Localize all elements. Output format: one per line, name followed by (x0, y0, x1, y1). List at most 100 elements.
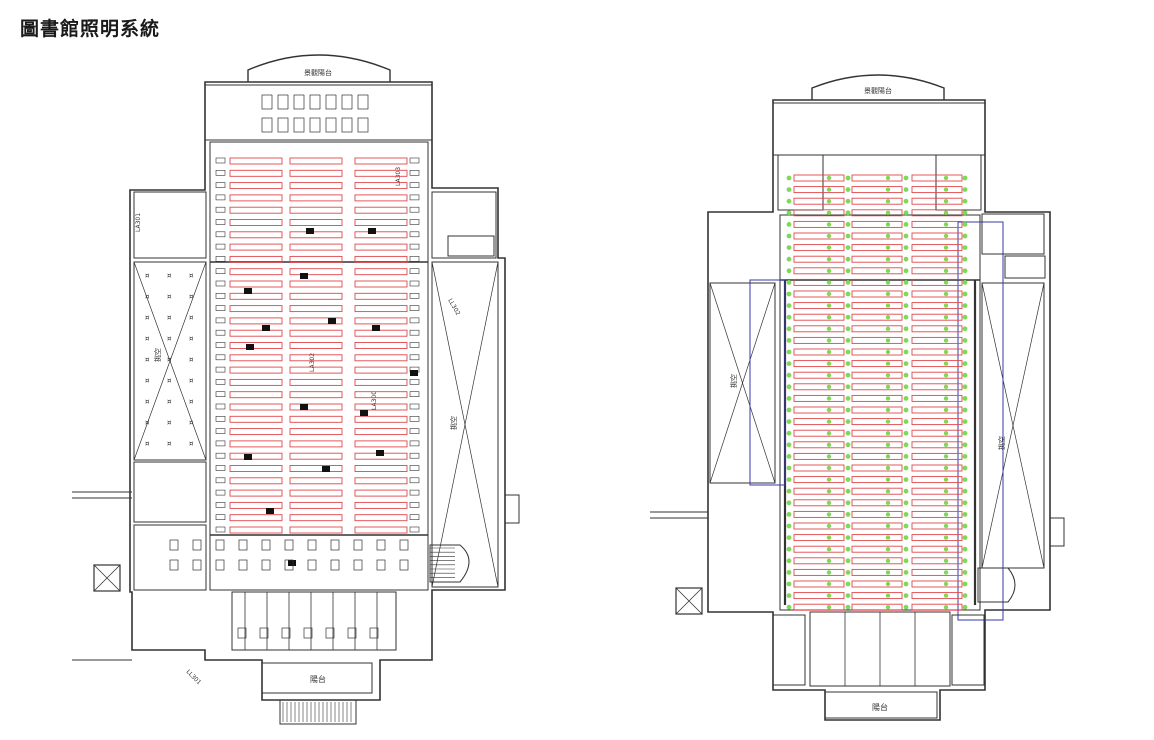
luminaire (793, 220, 845, 228)
luminaire (354, 329, 408, 337)
sensor (826, 605, 832, 610)
room-cell (357, 94, 369, 110)
outer-wall (129, 81, 506, 701)
wing-room (133, 191, 207, 259)
sensor (943, 570, 949, 575)
desk (215, 329, 226, 336)
luminaire (354, 526, 408, 534)
luminaire-layout (786, 174, 968, 611)
panel-box (300, 404, 308, 410)
panel-box (306, 228, 314, 234)
luminaire (911, 302, 963, 310)
sensor (885, 570, 891, 575)
atrium-left (709, 282, 776, 484)
desk (409, 514, 420, 521)
luminaire (289, 280, 343, 288)
luminaire (911, 580, 963, 588)
sensor (826, 384, 832, 389)
sensor (943, 303, 949, 308)
light-mark: ¤ (145, 398, 150, 406)
desk (215, 280, 226, 287)
sensor (786, 593, 792, 598)
luminaire (229, 280, 283, 288)
sensor (885, 581, 891, 587)
luminaire (793, 464, 845, 472)
sensor (943, 547, 949, 552)
luminaire (851, 360, 903, 368)
desk (409, 157, 420, 164)
bottom-balcony-label: 陽台 (872, 702, 888, 712)
panel-box (244, 288, 252, 294)
wing-room (133, 461, 207, 523)
light-mark: ¤ (145, 272, 150, 280)
luminaire (354, 465, 408, 472)
luminaire (911, 186, 963, 194)
luminaire (851, 255, 903, 263)
sensor (826, 361, 832, 366)
luminaire (911, 557, 963, 565)
desk (409, 305, 420, 311)
desk (215, 182, 226, 188)
sensor (885, 326, 891, 331)
sensor (786, 233, 792, 239)
stair-top (447, 235, 495, 257)
luminaire (229, 514, 283, 522)
sensor (826, 593, 832, 598)
sensor (903, 338, 909, 343)
luminaire (354, 169, 408, 177)
sensor (943, 187, 949, 192)
luminaire (851, 174, 903, 182)
sensor (943, 431, 949, 436)
luminaire (851, 313, 903, 321)
desk (215, 305, 226, 311)
sensor (962, 419, 968, 424)
sensor (885, 245, 891, 250)
sensor (962, 338, 968, 343)
luminaire (851, 499, 903, 507)
sensor (786, 419, 792, 424)
sensor (885, 210, 891, 215)
luminaire (911, 313, 963, 321)
luminaire (851, 290, 903, 298)
light-mark: ¤ (167, 272, 172, 280)
sensor (826, 338, 832, 343)
seat (238, 559, 248, 571)
sensor (903, 419, 909, 424)
desk (409, 170, 420, 176)
desk (215, 440, 226, 447)
sensor (943, 280, 949, 285)
sensor (962, 326, 968, 332)
sensor (885, 280, 891, 285)
sensor (943, 477, 949, 482)
sensor (943, 396, 949, 401)
luminaire (851, 186, 903, 194)
seat (399, 539, 409, 551)
sensor (962, 198, 968, 204)
sensor (845, 372, 851, 378)
luminaire (911, 476, 963, 484)
desk (215, 317, 226, 324)
luminaire (354, 280, 408, 288)
desk (215, 354, 226, 361)
sensor (845, 245, 851, 251)
seat (192, 559, 202, 571)
sensor (845, 604, 851, 610)
sensor (845, 349, 851, 355)
luminaire (229, 526, 283, 534)
sensor (903, 303, 909, 308)
room-cell (259, 627, 269, 639)
light-mark: ¤ (145, 440, 150, 448)
desk (409, 231, 420, 238)
luminaire (911, 522, 963, 530)
sensor (943, 384, 949, 389)
light-mark: ¤ (167, 377, 172, 385)
light-mark: ¤ (189, 440, 194, 448)
light-mark: ¤ (167, 314, 172, 322)
sensor (845, 187, 851, 193)
luminaire (229, 317, 283, 325)
sensor (885, 465, 891, 471)
luminaire (851, 429, 903, 437)
sensor (826, 547, 832, 552)
service-room (981, 213, 1045, 255)
page-title: 圖書館照明系統 (20, 18, 161, 40)
